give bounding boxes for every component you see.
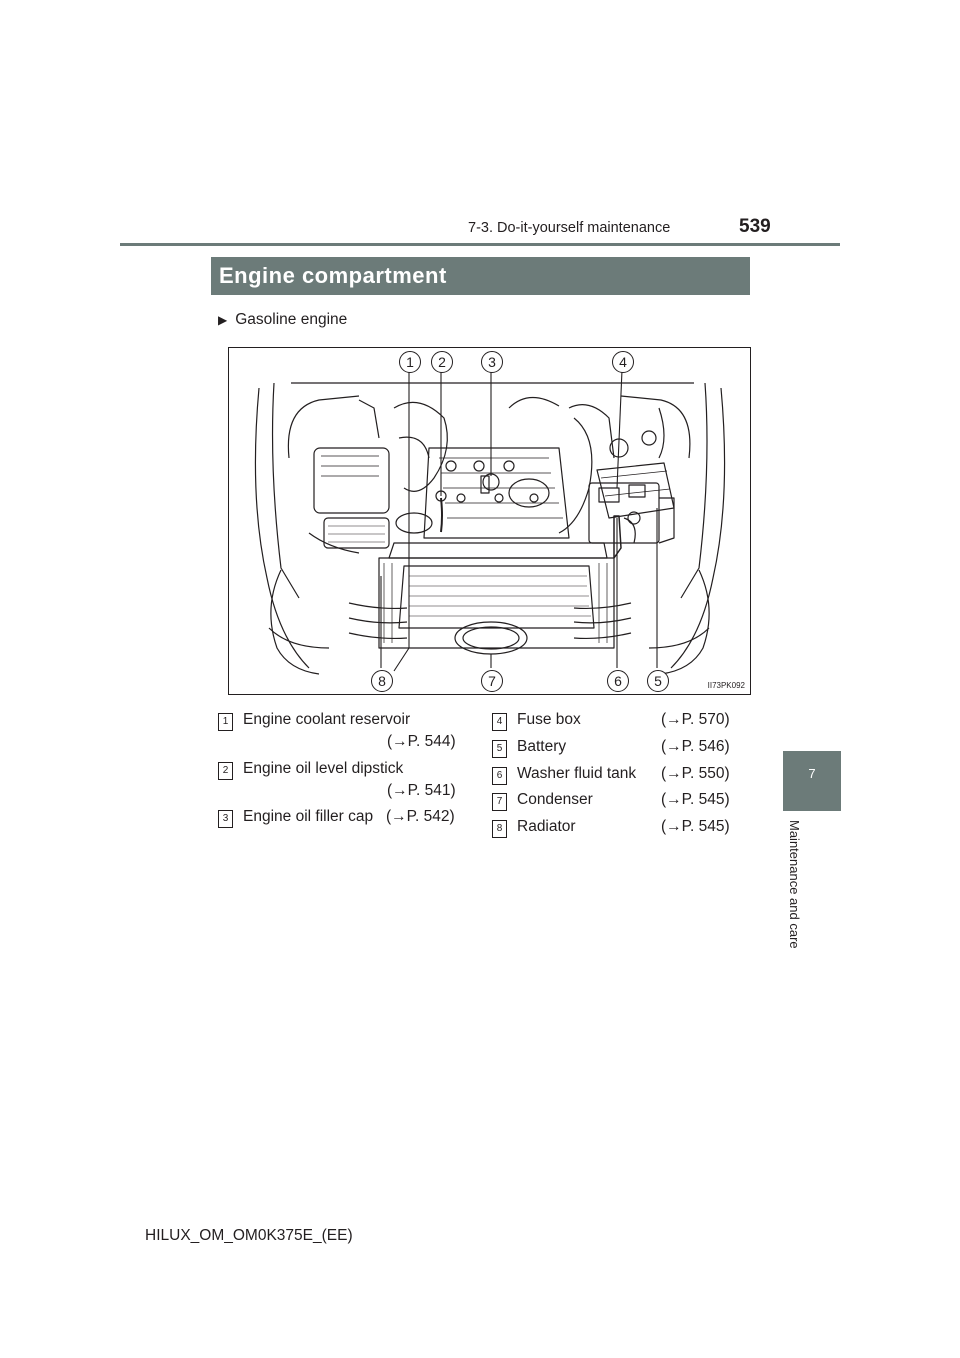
legend-label-8: Radiator bbox=[517, 818, 576, 835]
callout-5: 5 bbox=[647, 670, 669, 692]
legend-ref-6: (→P. 550) bbox=[661, 765, 730, 782]
legend-number-1: 1 bbox=[218, 713, 233, 731]
legend-label-4: Fuse box bbox=[517, 711, 581, 728]
legend-label-7: Condenser bbox=[517, 791, 593, 808]
callout-8: 8 bbox=[371, 670, 393, 692]
legend-number-2: 2 bbox=[218, 762, 233, 780]
footer-document-code: HILUX_OM_OM0K375E_(EE) bbox=[145, 1227, 353, 1244]
legend-ref-4: (→P. 570) bbox=[661, 711, 730, 728]
callout-3: 3 bbox=[481, 351, 503, 373]
legend-ref-5: (→P. 546) bbox=[661, 738, 730, 755]
callout-2: 2 bbox=[431, 351, 453, 373]
callout-6: 6 bbox=[607, 670, 629, 692]
legend-ref-8: (→P. 545) bbox=[661, 818, 730, 835]
legend-number-4: 4 bbox=[492, 713, 507, 731]
legend-number-7: 7 bbox=[492, 793, 507, 811]
subheading-text: Gasoline engine bbox=[235, 311, 348, 328]
legend-number-5: 5 bbox=[492, 740, 507, 758]
legend-ref-1: (→P. 544) bbox=[387, 733, 456, 750]
legend-ref-7: (→P. 545) bbox=[661, 791, 730, 808]
engine-compartment-figure: 1 2 3 4 5 6 7 8 II73PK092 bbox=[228, 347, 751, 695]
legend-label-1: Engine coolant reservoir bbox=[243, 711, 411, 728]
callout-7: 7 bbox=[481, 670, 503, 692]
figure-code: II73PK092 bbox=[707, 681, 745, 690]
header-divider bbox=[120, 243, 840, 246]
legend-label-5: Battery bbox=[517, 738, 567, 755]
legend-number-3: 3 bbox=[218, 810, 233, 828]
subheading: ▶ Gasoline engine bbox=[218, 311, 347, 329]
legend-label-6: Washer fluid tank bbox=[517, 765, 637, 782]
legend-label-2: Engine oil level dipstick bbox=[243, 760, 404, 777]
page-number: 539 bbox=[739, 216, 771, 237]
legend-number-8: 8 bbox=[492, 820, 507, 838]
chapter-label: Maintenance and care bbox=[787, 820, 802, 949]
legend-label-3: Engine oil filler cap bbox=[243, 808, 374, 825]
engine-illustration bbox=[254, 369, 726, 675]
legend-number-6: 6 bbox=[492, 767, 507, 785]
callout-1: 1 bbox=[399, 351, 421, 373]
legend-ref-2: (→P. 541) bbox=[387, 782, 456, 799]
legend-ref-3: (→P. 542) bbox=[386, 808, 455, 825]
triangle-bullet-icon: ▶ bbox=[218, 313, 228, 327]
callout-4: 4 bbox=[612, 351, 634, 373]
chapter-tab: 7 bbox=[783, 751, 841, 811]
section-title: Engine compartment bbox=[211, 257, 750, 295]
header-section-title: 7-3. Do-it-yourself maintenance bbox=[468, 220, 671, 236]
